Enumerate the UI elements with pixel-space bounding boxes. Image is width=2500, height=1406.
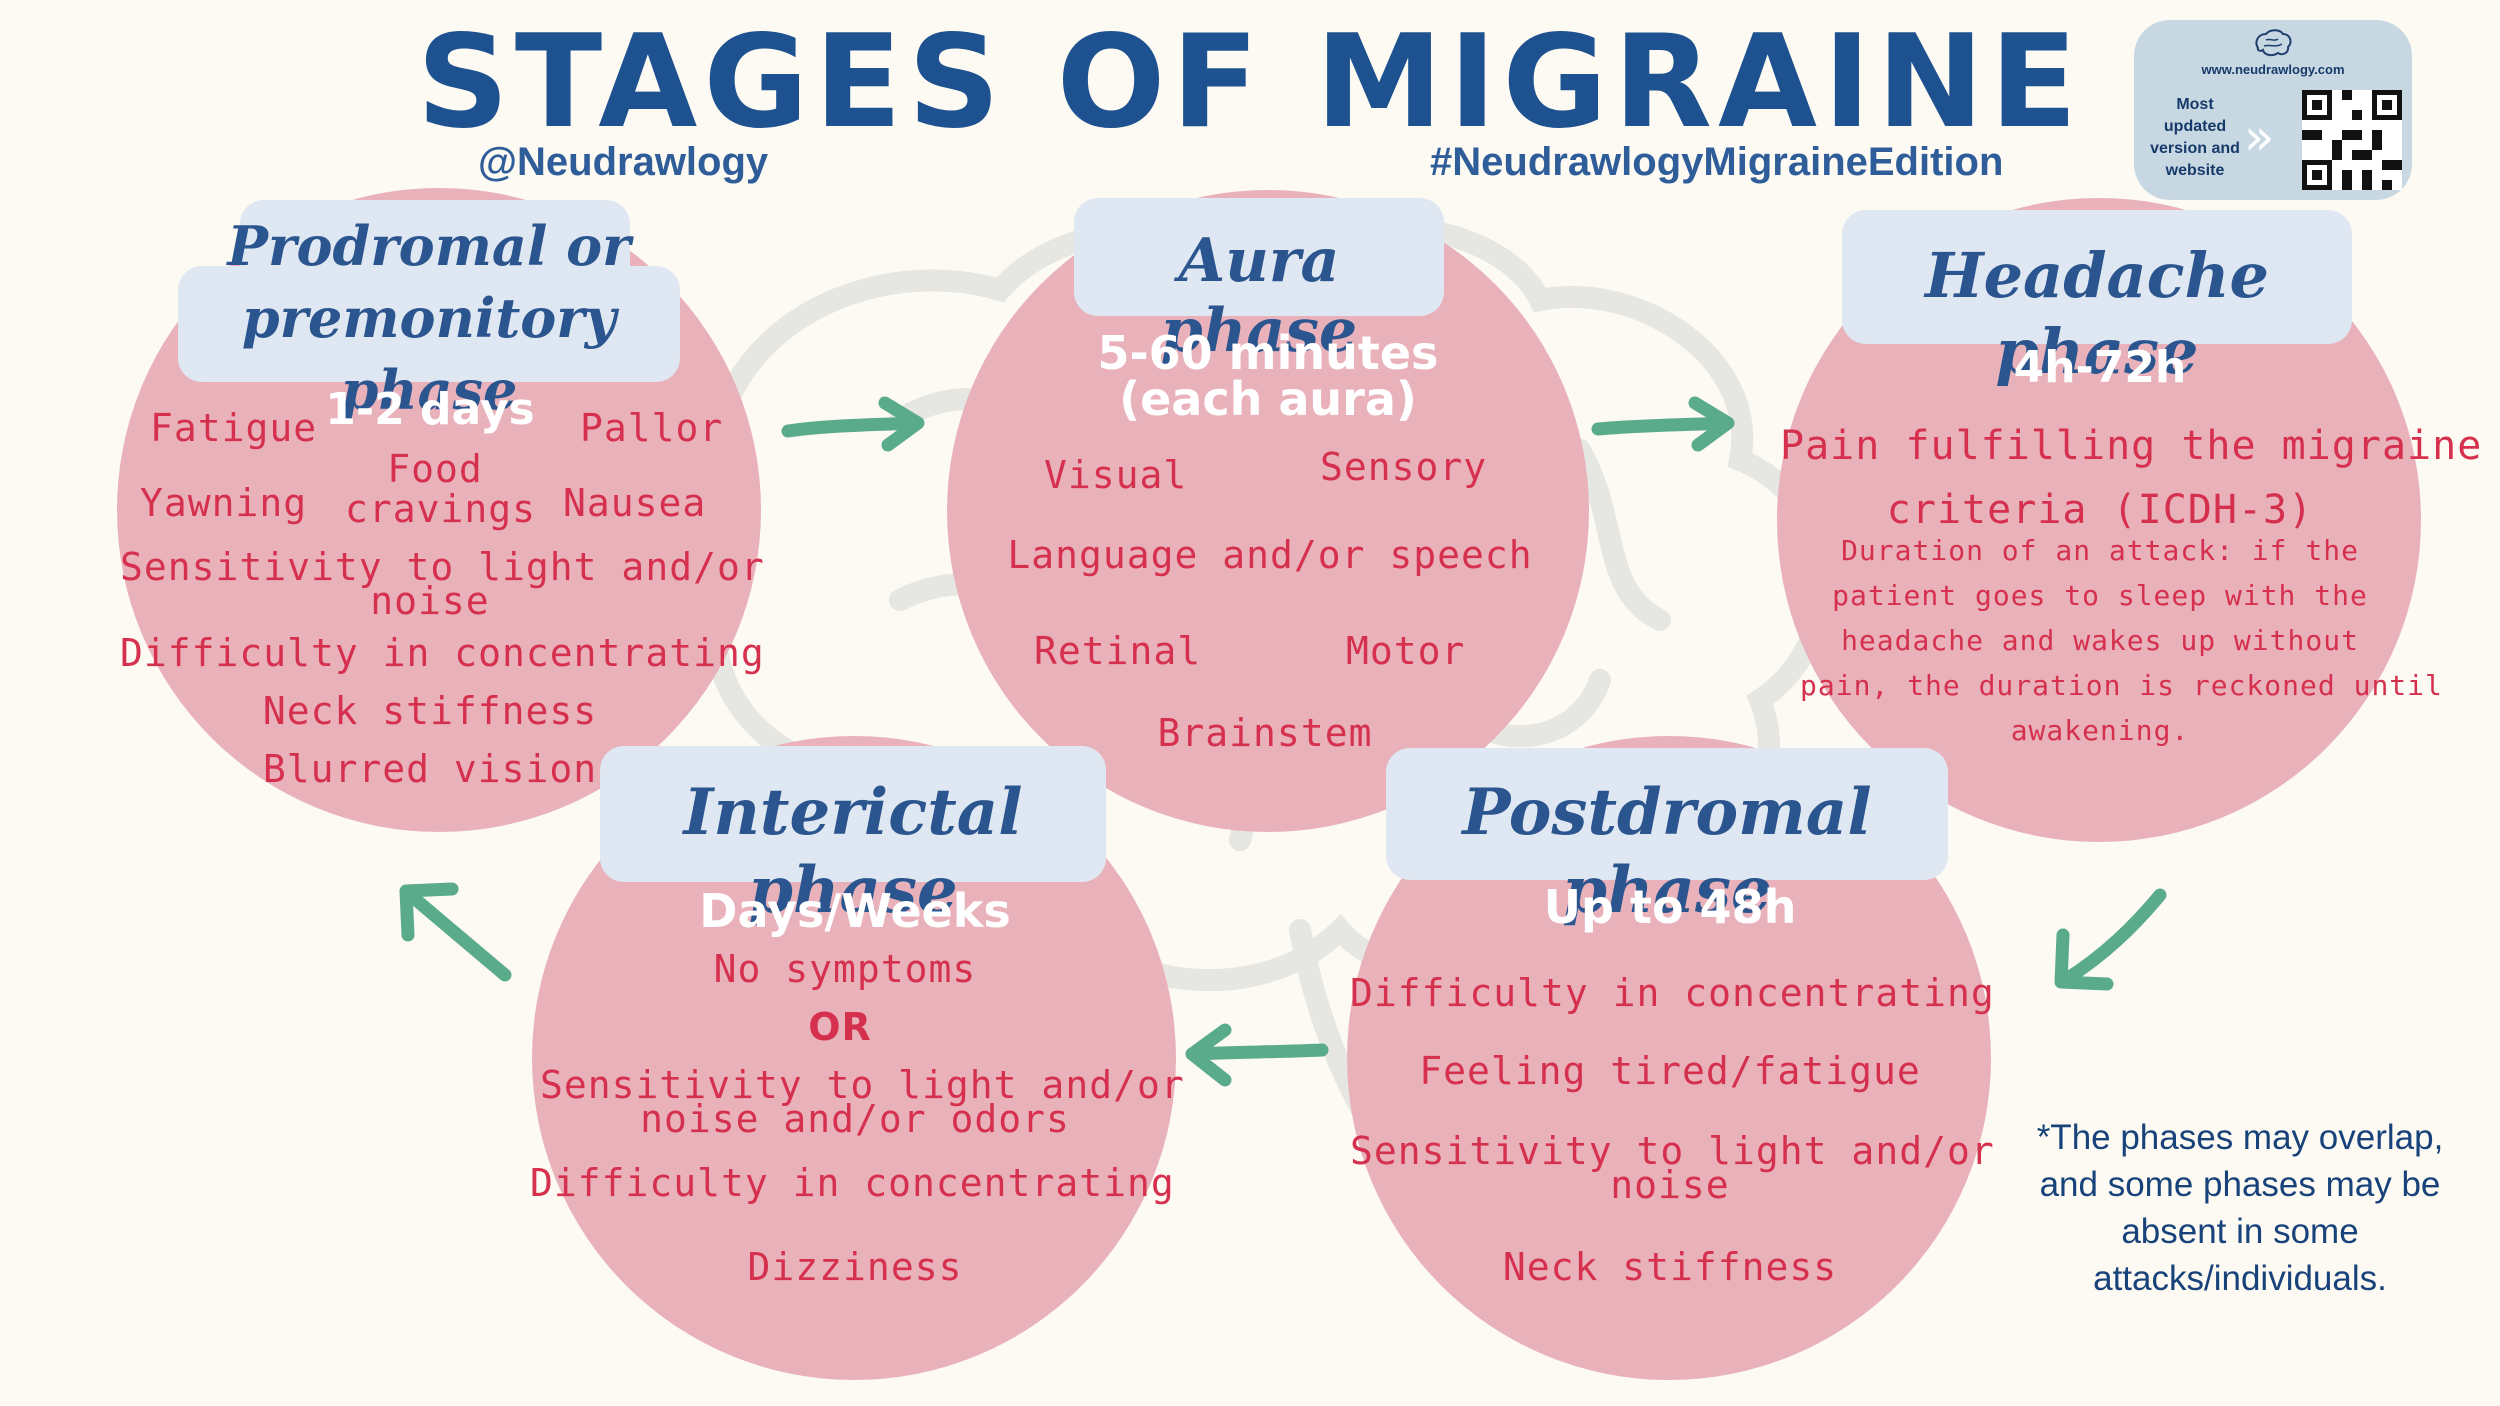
- postdromal-symptom: noise: [1610, 1163, 1730, 1207]
- footnote: *The phases may overlap, and some phases…: [2018, 1114, 2462, 1302]
- footnote-line: *The phases may overlap,: [2036, 1118, 2444, 1157]
- postdromal-symptom: Feeling tired/fatigue: [1419, 1049, 1921, 1093]
- arrow-postdromal-to-interictal-icon: [1185, 1023, 1329, 1087]
- headache-detail-line: pain, the duration is reckoned until: [1800, 669, 2443, 702]
- arrow-interictal-to-prodromal-icon: [399, 882, 512, 982]
- author-handle[interactable]: @Neudrawlogy: [478, 140, 769, 184]
- postdromal-symptom: Neck stiffness: [1502, 1245, 1838, 1289]
- prodromal-symptom: Yawning: [140, 481, 308, 525]
- footnote-line: absent in some: [2121, 1212, 2359, 1251]
- interictal-symptom: Dizziness: [747, 1245, 963, 1289]
- headache-label: [1842, 210, 2352, 344]
- aura-symptom: Retinal: [1034, 629, 1202, 673]
- footnote-line: attacks/individuals.: [2093, 1259, 2387, 1298]
- qr-card[interactable]: www.neudrawlogy.com Most updated version…: [2134, 20, 2412, 200]
- aura-title: Aura phase: [1160, 226, 1358, 366]
- arrow-prodromal-to-aura-icon: [781, 396, 925, 452]
- interictal-label: [600, 746, 1106, 882]
- website-url[interactable]: www.neudrawlogy.com: [2201, 62, 2345, 77]
- aura-symptom: Motor: [1346, 629, 1466, 673]
- postdromal-label: [1386, 748, 1948, 880]
- headache-criteria: Pain fulfilling the migraine criteria (I…: [1780, 414, 2483, 542]
- interictal-title: Interictal phase: [683, 775, 1023, 928]
- headache-detail: Duration of an attack: if the patient go…: [1800, 528, 2443, 753]
- interictal-symptom: Difficulty in concentrating: [530, 1161, 1175, 1205]
- prodromal-symptom: cravings: [345, 487, 537, 531]
- interictal-duration: Days/Weeks: [699, 884, 1011, 938]
- prodromal-symptom: Nausea: [563, 481, 707, 525]
- interictal-symptom: No symptoms: [713, 947, 977, 991]
- prodromal-duration: 1-2 days: [325, 384, 535, 435]
- headache-detail-line: patient goes to sleep with the: [1832, 579, 2368, 612]
- brain-logo-icon: [2255, 29, 2292, 57]
- prodromal-label-bottom: [178, 266, 680, 382]
- headache-title: Headache phase: [1925, 239, 2269, 388]
- postdromal-symptom: Sensitivity to light and/or: [1350, 1129, 1995, 1173]
- aura-duration-line: 5-60 minutes: [1097, 326, 1439, 380]
- postdromal-duration: Up to 48h: [1543, 880, 1797, 934]
- interictal-symptom: Sensitivity to light and/or: [540, 1063, 1185, 1107]
- aura-symptom: Sensory: [1320, 445, 1488, 489]
- prodromal-symptom: Fatigue: [150, 406, 318, 450]
- prodromal-symptom: Difficulty in concentrating: [120, 631, 765, 675]
- qr-note-line: updated: [2163, 118, 2227, 135]
- headache-duration: 4h-72h: [2013, 342, 2187, 393]
- prodromal-symptom: Sensitivity to light and/or: [120, 545, 765, 589]
- footnote-line: and some phases may be: [2039, 1165, 2441, 1204]
- arrow-aura-to-headache-icon: [1591, 396, 1735, 452]
- page-title: STAGES OF MIGRAINE: [416, 8, 2084, 157]
- arrow-headache-to-postdromal-icon: [2054, 888, 2167, 991]
- headache-criteria-line: criteria (ICDH-3): [1886, 487, 2314, 533]
- aura-symptom: Language and/or speech: [1007, 533, 1533, 577]
- aura-label: [1074, 198, 1444, 316]
- headache-criteria-line: Pain fulfilling the migraine: [1780, 423, 2483, 469]
- prodromal-title-line: Prodromal or: [227, 214, 631, 278]
- qr-code-icon[interactable]: [2302, 90, 2402, 190]
- aura-symptom: Brainstem: [1157, 711, 1373, 755]
- headache-detail-line: headache and wakes up without: [1841, 624, 2359, 657]
- qr-note-line: Most: [2176, 96, 2214, 113]
- aura-duration-line: (each aura): [1119, 372, 1417, 426]
- postdromal-title: Postdromal phase: [1462, 775, 1872, 928]
- interictal-or: OR: [808, 1005, 872, 1049]
- qr-note: Most updated version and website: [2140, 94, 2250, 182]
- headache-detail-line: Duration of an attack: if the: [1841, 534, 2359, 567]
- aura-duration: 5-60 minutes (each aura): [1068, 330, 1468, 422]
- prodromal-symptom: noise: [370, 579, 490, 623]
- chevron-right-icon: »: [2244, 108, 2275, 166]
- prodromal-symptom: Pallor: [580, 406, 724, 450]
- headache-detail-line: awakening.: [2010, 714, 2190, 747]
- prodromal-symptom: Neck stiffness: [262, 689, 598, 733]
- aura-symptom: Visual: [1044, 453, 1188, 497]
- hashtag[interactable]: #NeudrawlogyMigraineEdition: [1430, 140, 2004, 184]
- prodromal-symptom: Blurred vision: [262, 747, 598, 791]
- postdromal-symptom: Difficulty in concentrating: [1350, 971, 1995, 1015]
- qr-note-line: website: [2165, 162, 2225, 179]
- prodromal-title: Prodromal or premonitory phase: [178, 210, 680, 426]
- prodromal-title-line: premonitory phase: [241, 286, 617, 422]
- interictal-symptom: noise and/or odors: [640, 1097, 1070, 1141]
- qr-note-line: version and: [2150, 140, 2240, 157]
- prodromal-symptom: Food: [387, 447, 483, 491]
